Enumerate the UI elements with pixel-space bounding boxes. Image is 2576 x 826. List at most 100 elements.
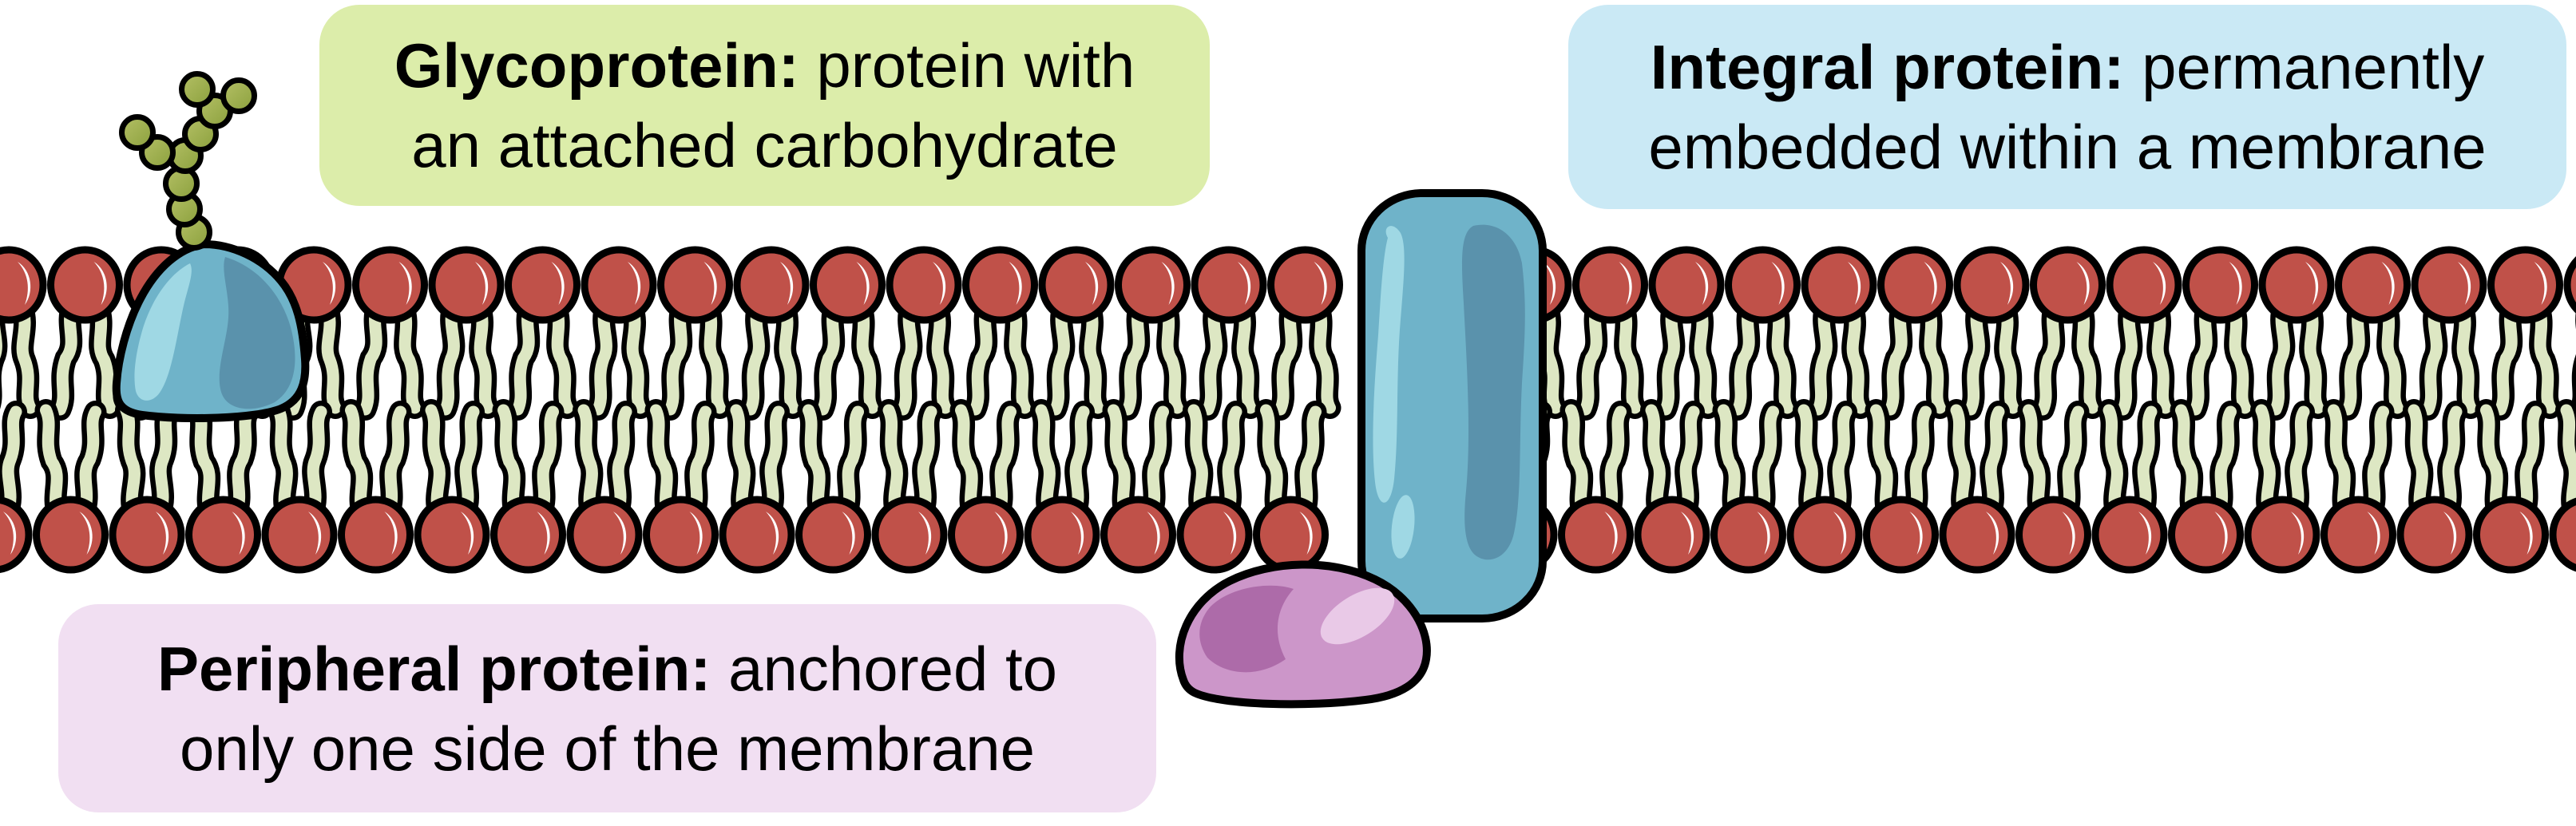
phospholipid xyxy=(1038,246,1115,421)
phospholipid xyxy=(2335,246,2411,421)
lipid-tail xyxy=(1579,299,1603,416)
lipid-head xyxy=(1267,246,1343,324)
lipid-head xyxy=(109,496,185,574)
lipid-head-highlight xyxy=(1924,262,1937,305)
lipid-tail xyxy=(1617,299,1641,414)
phospholipid xyxy=(1648,246,1725,421)
lipid-head xyxy=(2320,496,2396,574)
lipid-head xyxy=(2015,496,2091,574)
phospholipid xyxy=(1024,399,1100,574)
lipid-tail xyxy=(817,299,841,416)
lipid-tail xyxy=(473,299,494,414)
glycoprotein-body-shade xyxy=(219,257,295,409)
lipid-head xyxy=(261,496,338,574)
phospholipid xyxy=(1725,246,1801,421)
lipid-head xyxy=(352,246,428,324)
lipid-tail xyxy=(1260,404,1284,520)
lipid-head xyxy=(2549,497,2576,572)
lipid-tail xyxy=(1922,299,1946,414)
lipid-tail xyxy=(2190,299,2213,416)
phospholipid xyxy=(657,246,733,421)
lipid-tail xyxy=(2117,299,2138,416)
lipid-tail xyxy=(320,299,342,414)
lipid-head xyxy=(2473,496,2549,574)
phospholipid xyxy=(1634,399,1710,574)
lipid-head xyxy=(2563,256,2576,314)
lipid-head xyxy=(2396,496,2473,574)
lipid-tail xyxy=(2408,404,2428,520)
lipid-tail xyxy=(92,299,116,414)
lipid-tail xyxy=(650,404,674,520)
lipid-tail xyxy=(382,405,406,520)
phospholipid xyxy=(1786,399,1863,574)
lipid-tail xyxy=(744,299,765,416)
lipid-tail xyxy=(549,299,573,414)
lipid-head-highlight xyxy=(933,262,946,305)
lipid-head-highlight xyxy=(856,262,870,305)
phospholipid xyxy=(733,246,810,421)
lipid-head-highlight xyxy=(1833,512,1847,555)
lipid-head-highlight xyxy=(384,512,398,555)
lipid-tail xyxy=(2269,299,2290,416)
lipid-tail xyxy=(1732,299,1756,416)
lipid-head-highlight xyxy=(2305,262,2319,305)
lipid-tail xyxy=(1565,404,1589,520)
lipid-tail xyxy=(458,405,480,520)
lipid-tail xyxy=(1645,404,1666,520)
lipid-head-highlight xyxy=(2367,512,2380,555)
lipid-head xyxy=(1648,246,1725,324)
lipid-tail xyxy=(2495,299,2519,416)
lipid-head xyxy=(1038,246,1115,324)
lipid-head-highlight xyxy=(1848,262,1861,305)
lipid-head-highlight xyxy=(1604,512,1618,555)
lipid-tail xyxy=(1007,299,1031,414)
glycoprotein-body-highlight xyxy=(134,263,192,401)
lipid-head-highlight xyxy=(18,262,31,305)
lipid-head-highlight xyxy=(1771,262,1785,305)
lipid-tail xyxy=(1202,299,1223,416)
lipid-head-highlight xyxy=(1314,262,1327,305)
lipid-layer-bottom xyxy=(0,399,2576,574)
lipid-tail xyxy=(54,299,78,416)
lipid-head-highlight xyxy=(2000,262,2014,305)
lipid-tail xyxy=(1812,299,1833,416)
lipid-head xyxy=(1253,496,1329,574)
lipid-tail xyxy=(1718,404,1742,520)
lipid-tail xyxy=(2227,299,2251,414)
lipid-head-highlight xyxy=(1223,512,1237,555)
lipid-head xyxy=(566,496,643,574)
phospholipid xyxy=(414,399,490,574)
lipid-head-highlight xyxy=(780,262,794,305)
lipid-head-highlight xyxy=(2443,512,2457,555)
phospholipid xyxy=(2549,399,2576,572)
lipid-head xyxy=(1100,496,1176,574)
lipid-tail xyxy=(1984,405,2005,520)
lipid-tail xyxy=(1035,404,1056,520)
lipid-head xyxy=(1786,496,1863,574)
lipid-head xyxy=(1572,246,1648,324)
lipid-head xyxy=(1863,496,1939,574)
phospholipid xyxy=(643,399,719,574)
lipid-head-highlight xyxy=(2153,262,2166,305)
lipid-head-highlight xyxy=(1238,262,1251,305)
lipid-head xyxy=(2182,246,2258,324)
glycoprotein-term: Glycoprotein: xyxy=(394,30,799,101)
lipid-head-highlight xyxy=(2519,512,2533,555)
lipid-head xyxy=(1725,246,1801,324)
lipid-tail xyxy=(439,299,460,416)
phospholipid xyxy=(0,246,47,419)
lipid-head-highlight xyxy=(2381,262,2395,305)
lipid-head-highlight xyxy=(1695,262,1709,305)
lipid-tail xyxy=(1678,405,1700,520)
lipid-head-highlight xyxy=(2291,512,2305,555)
lipid-head-highlight xyxy=(2076,262,2090,305)
phospholipid xyxy=(2396,399,2473,574)
phospholipid xyxy=(2168,399,2244,574)
phospholipid xyxy=(2030,246,2106,421)
phospholipid xyxy=(2563,256,2576,420)
lipid-head-highlight xyxy=(1986,512,1999,555)
lipid-tail xyxy=(1159,299,1183,414)
lipid-tail xyxy=(803,404,826,520)
lipid-tail xyxy=(2328,404,2352,520)
lipid-tail xyxy=(611,405,632,520)
